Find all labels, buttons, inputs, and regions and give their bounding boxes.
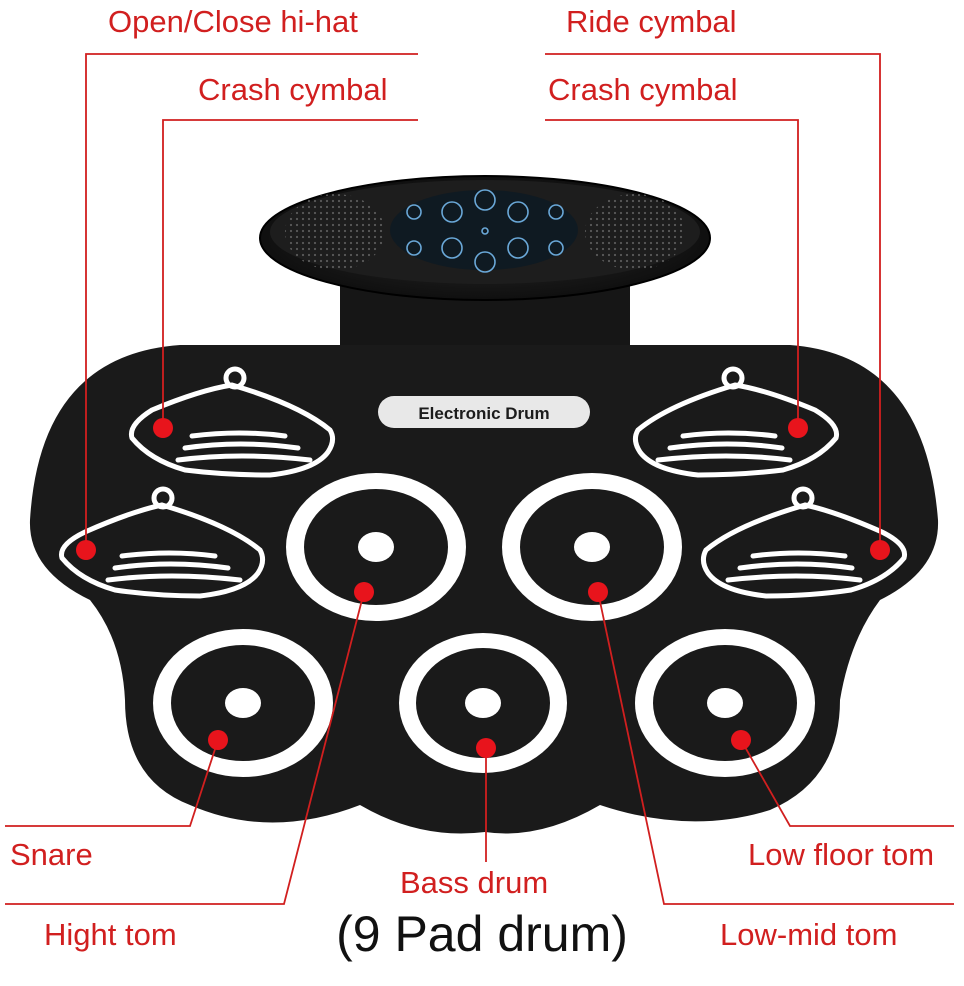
marker-open-close-hihat [76,540,96,560]
cymbal-pad-top-left [128,366,336,478]
label-low-floor-tom: Low floor tom [748,837,935,872]
label-ride-cymbal: Ride cymbal [566,4,737,39]
leader-crash-cymbal-right [545,119,799,428]
marker-crash-cymbal-right [788,418,808,438]
markers [76,418,890,758]
label-low-mid-tom: Low-mid tom [720,917,898,952]
drum-pad-low-mid-tom [502,473,682,621]
brand-name: Electronic Drum [418,404,549,423]
cymbal-pad-mid-right [700,486,908,599]
label-crash-cymbal-right: Crash cymbal [548,72,738,107]
drum-pad-bass-drum [399,633,567,773]
label-hight-tom: Hight tom [44,917,177,952]
marker-low-mid-tom [588,582,608,602]
right-speaker-grill [585,194,685,270]
marker-crash-cymbal-left [153,418,173,438]
label-open-close-hihat: Open/Close hi-hat [108,4,358,39]
label-bass-drum: Bass drum [400,865,549,900]
leader-hight-tom [5,591,365,905]
cymbal-pad-top-right [632,366,840,478]
label-crash-cymbal-left: Crash cymbal [198,72,388,107]
leader-low-mid-tom [597,591,954,905]
drum-pad-hight-tom [286,473,466,621]
marker-ride-cymbal [870,540,890,560]
marker-low-floor-tom [731,730,751,750]
marker-snare [208,730,228,750]
leader-low-floor-tom [740,739,954,827]
leader-crash-cymbal-left [162,119,418,428]
leader-lines [5,53,954,905]
label-snare: Snare [10,837,93,872]
marker-hight-tom [354,582,374,602]
marker-bass-drum [476,738,496,758]
drum-pad-snare [153,629,333,777]
cymbal-pad-mid-left [59,486,266,599]
left-speaker-grill [285,194,385,270]
brand-plate: Electronic Drum [378,396,590,428]
leader-ride-cymbal [545,53,881,550]
caption: (9 Pad drum) [336,906,628,962]
control-panel [390,190,578,270]
drum-pad-low-floor-tom [635,629,815,777]
leader-open-close-hihat [85,53,418,550]
leader-snare [5,739,219,827]
control-buttons [406,189,564,273]
control-unit [259,175,711,360]
